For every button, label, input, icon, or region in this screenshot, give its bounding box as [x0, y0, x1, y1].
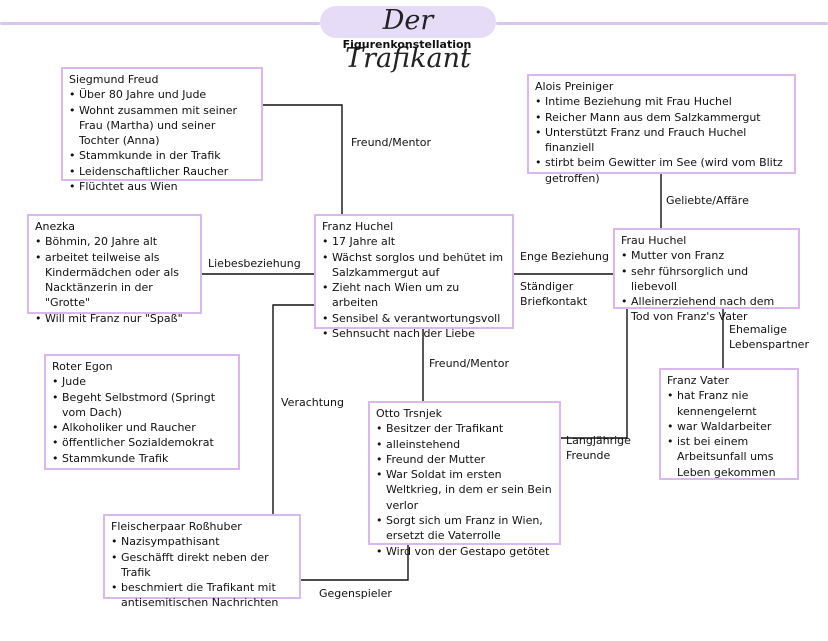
point: Intime Beziehung mit Frau Huchel — [535, 94, 788, 110]
point: Zieht nach Wien um zu arbeiten — [322, 280, 506, 311]
character-name: Siegmund Freud — [69, 73, 159, 86]
character-points: 17 Jahre alt Wächst sorglos und behütet … — [322, 234, 506, 341]
box-otto-trsnjek: Otto Trsnjek Besitzer der Trafikant alle… — [368, 401, 561, 559]
point: stirbt beim Gewitter im See (wird vom Bl… — [535, 155, 788, 186]
point: arbeitet teilweise als Kindermädchen ode… — [35, 250, 194, 311]
box-fleischerpaar-rosshuber: Fleischerpaar Roßhuber Nazisympathisant … — [103, 514, 301, 609]
point: Freund der Mutter — [376, 452, 553, 468]
title-pill — [320, 6, 496, 38]
point: Leidenschaftlicher Raucher — [69, 164, 255, 180]
page-title: Der Trafikant — [345, 5, 471, 74]
point: hat Franz nie kennengelernt — [667, 388, 791, 419]
point: Unterstützt Franz und Frauch Huchel fina… — [535, 125, 788, 156]
character-name: Frau Huchel — [621, 234, 687, 247]
point: Besitzer der Trafikant — [376, 421, 553, 437]
character-name: Franz Huchel — [322, 220, 394, 233]
point: Geschäfft direkt neben der Trafik — [111, 550, 293, 581]
character-points: Jude Begeht Selbstmord (Springt vom Dach… — [52, 374, 232, 466]
box-alois-preiniger: Alois Preiniger Intime Beziehung mit Fra… — [527, 74, 796, 185]
point: Wächst sorglos und behütet im Salzkammer… — [322, 250, 506, 281]
line-freud-franz — [263, 104, 343, 214]
point: Mutter von Franz — [621, 248, 792, 264]
box-franz-huchel: Franz Huchel 17 Jahre alt Wächst sorglos… — [314, 214, 514, 342]
character-points: hat Franz nie kennengelernt war Waldarbe… — [667, 388, 791, 480]
point: Jude — [52, 374, 232, 390]
point: Wird von der Gestapo getötet — [376, 544, 553, 560]
point: war Waldarbeiter — [667, 419, 791, 435]
point: Nazisympathisant — [111, 534, 293, 550]
character-points: Mutter von Franz sehr führsorglich und l… — [621, 248, 792, 324]
line-frau-huchel-otto — [561, 309, 628, 439]
point: Stammkunde in der Trafik — [69, 148, 255, 164]
point: Sorgt sich um Franz in Wien, ersetzt die… — [376, 513, 553, 544]
point: öffentlicher Sozialdemokrat — [52, 435, 232, 451]
relation-label-enge-beziehung: Enge Beziehung — [520, 250, 609, 263]
line-franz-rosshuber — [272, 304, 314, 514]
character-points: Besitzer der Trafikant alleinstehend Fre… — [376, 421, 553, 559]
box-anezka: Anezka Böhmin, 20 Jahre alt arbeitet tei… — [27, 214, 202, 326]
character-name: Franz Vater — [667, 374, 730, 387]
relation-label-franz-otto: Freund/Mentor — [429, 357, 510, 370]
title-left-rule — [0, 22, 320, 25]
character-name: Roter Egon — [52, 360, 113, 373]
relation-label-verachtung: Verachtung — [281, 396, 344, 409]
relation-label-langjaehrige-2: Freunde — [566, 449, 611, 462]
relation-label-anezka-franz: Liebesbeziehung — [208, 257, 301, 270]
point: 17 Jahre alt — [322, 234, 506, 250]
character-name: Anezka — [35, 220, 75, 233]
box-siegmund-freud: Siegmund Freud Über 80 Jahre und Jude Wo… — [61, 67, 263, 195]
character-name: Alois Preiniger — [535, 80, 614, 93]
point: alleinstehend — [376, 437, 553, 453]
relation-label-langjaehrige-1: Langjährige — [566, 434, 631, 447]
point: Begeht Selbstmord (Springt vom Dach) — [52, 390, 232, 421]
relation-label-ehemalige-2: Lebenspartner — [729, 338, 809, 351]
point: Sehnsucht nach der Liebe — [322, 326, 506, 342]
box-franz-vater: Franz Vater hat Franz nie kennengelernt … — [659, 368, 799, 480]
point: sehr führsorglich und liebevoll — [621, 264, 792, 295]
relation-label-freud-franz: Freund/Mentor — [351, 136, 432, 149]
point: Über 80 Jahre und Jude — [69, 87, 255, 103]
character-points: Böhmin, 20 Jahre alt arbeitet teilweise … — [35, 234, 194, 326]
character-points: Nazisympathisant Geschäfft direkt neben … — [111, 534, 293, 610]
point: Wohnt zusammen mit seiner Frau (Martha) … — [69, 103, 255, 149]
point: Alkoholiker und Raucher — [52, 420, 232, 436]
box-frau-huchel: Frau Huchel Mutter von Franz sehr führso… — [613, 228, 800, 323]
point: Reicher Mann aus dem Salzkammergut — [535, 110, 788, 126]
relation-label-brief-1: Ständiger — [520, 280, 574, 293]
point: War Soldat im ersten Weltkrieg, in dem e… — [376, 467, 553, 513]
relation-label-preiniger-huchel: Geliebte/Affäre — [666, 194, 749, 207]
relation-label-gegenspieler: Gegenspieler — [319, 587, 392, 600]
point: Will mit Franz nur "Spaß" — [35, 311, 194, 327]
point: Sensibel & verantwortungsvoll — [322, 311, 506, 327]
character-points: Über 80 Jahre und Jude Wohnt zusammen mi… — [69, 87, 255, 194]
relation-label-brief-2: Briefkontakt — [520, 295, 588, 308]
title-right-rule — [496, 22, 828, 25]
point: Alleinerziehend nach dem Tod von Franz's… — [621, 294, 792, 325]
relation-label-ehemalige-1: Ehemalige — [729, 323, 788, 336]
point: Stammkunde Trafik — [52, 451, 232, 467]
title-banner: Der Trafikant — [0, 2, 828, 74]
character-name: Fleischerpaar Roßhuber — [111, 520, 242, 533]
point: ist bei einem Arbeitsunfall ums Leben ge… — [667, 434, 791, 480]
point: Flüchtet aus Wien — [69, 179, 255, 195]
box-roter-egon: Roter Egon Jude Begeht Selbstmord (Sprin… — [44, 354, 240, 470]
point: beschmiert die Trafikant mit antisemitis… — [111, 580, 293, 611]
character-points: Intime Beziehung mit Frau Huchel Reicher… — [535, 94, 788, 186]
page-subtitle: Figurenkonstellation — [342, 38, 472, 51]
point: Böhmin, 20 Jahre alt — [35, 234, 194, 250]
character-name: Otto Trsnjek — [376, 407, 443, 420]
